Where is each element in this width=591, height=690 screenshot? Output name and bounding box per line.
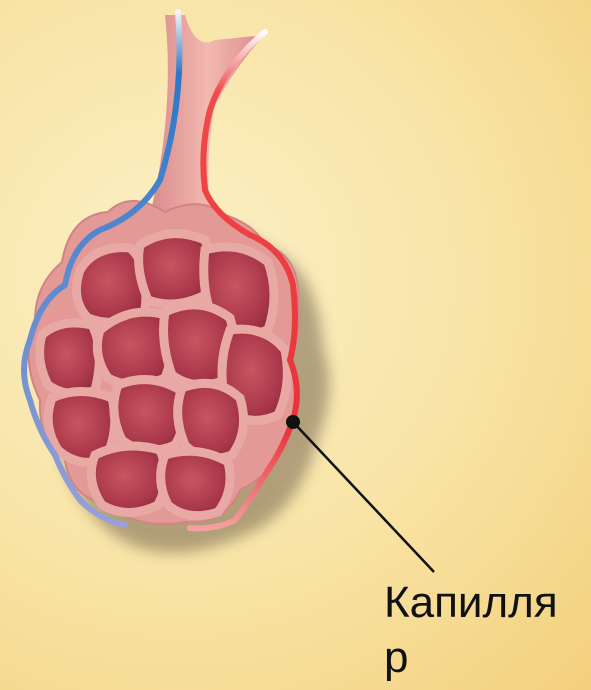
pointer-dot [286, 415, 300, 429]
alveolus [91, 446, 165, 513]
pointer-line [293, 422, 434, 572]
alveolus [40, 323, 100, 394]
alveolus [161, 451, 230, 515]
capillary-label: Капилля р [384, 575, 584, 685]
